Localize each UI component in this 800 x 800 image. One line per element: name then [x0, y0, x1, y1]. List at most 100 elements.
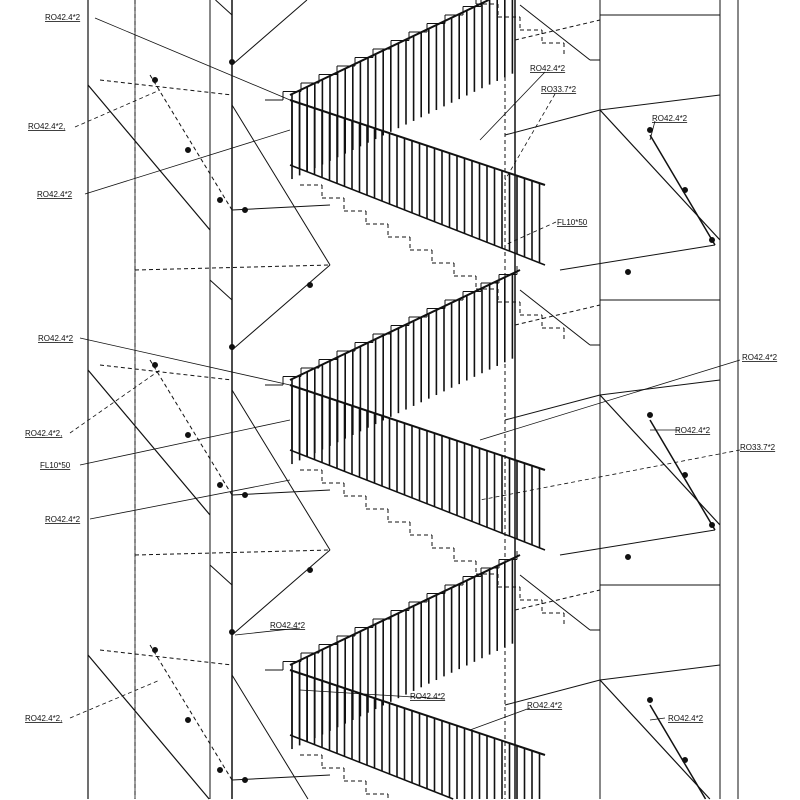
leader-line — [89, 479, 291, 520]
left-landing-edge — [99, 649, 233, 666]
label-ro42-12: RO42.4*2 — [410, 692, 446, 701]
leader-line — [69, 679, 161, 719]
left-landing-edge — [209, 279, 233, 301]
right-landing-edge — [599, 94, 721, 111]
right-landing-edge — [504, 679, 601, 706]
label-ro42-4: RO42.4*2 — [652, 114, 688, 123]
flight-edge — [519, 289, 591, 346]
handrail-bracket — [185, 147, 191, 153]
handrail-bracket — [625, 554, 631, 560]
left-landing-edge — [87, 369, 211, 516]
handrail — [559, 244, 716, 271]
left-landing-edge — [231, 104, 331, 266]
leader-line — [469, 707, 531, 731]
handrail-bracket — [152, 77, 158, 83]
left-landing-edge — [215, 0, 233, 16]
leader-line — [479, 359, 741, 441]
guardrail-top — [289, 669, 546, 756]
handrail — [649, 704, 707, 800]
handrail-bracket — [625, 269, 631, 275]
guardrail-top — [289, 99, 546, 186]
handrail-bracket — [647, 697, 653, 703]
leader-line — [84, 129, 291, 195]
structure-lines — [69, 0, 741, 800]
handrail-bracket — [682, 472, 688, 478]
right-landing-edge — [514, 589, 601, 611]
flight-edge — [519, 4, 591, 61]
leader-line — [234, 627, 301, 636]
handrail-bracket — [185, 432, 191, 438]
handrail — [231, 774, 331, 781]
right-landing-edge — [599, 679, 711, 800]
label-ro42-6: RO42.4*2 — [38, 334, 74, 343]
label-ro42-1: RO42.4*2 — [45, 13, 81, 22]
left-landing-edge — [134, 264, 331, 271]
label-fl10-1: FL10*50 — [557, 218, 588, 227]
label-ro33-2: RO33.7*2 — [740, 443, 776, 452]
right-landing-edge — [599, 664, 721, 681]
guardrail-top — [289, 269, 521, 381]
label-ro42-15: RO42.4*2 — [668, 714, 704, 723]
right-landing-edge — [599, 394, 721, 526]
label-ro42-13: RO42.4*2 — [527, 701, 563, 710]
handrail-bracket — [307, 567, 313, 573]
handrail-bracket — [242, 777, 248, 783]
handrail-bracket — [217, 197, 223, 203]
handrail-bracket — [709, 522, 715, 528]
leader-line — [79, 337, 291, 386]
right-landing-edge — [599, 379, 721, 396]
handrail-bracket — [709, 237, 715, 243]
label-ro42-2: RO42.4*2 — [530, 64, 566, 73]
leader-line — [94, 17, 291, 101]
handrail-bracket — [185, 717, 191, 723]
left-landing-edge — [87, 654, 210, 800]
handrail-bracket — [647, 127, 653, 133]
left-landing-edge — [209, 564, 233, 586]
guardrail-top — [289, 0, 490, 96]
label-ro42-5: RO42.4*2 — [37, 190, 73, 199]
handrail — [149, 644, 233, 781]
flight-rail — [231, 0, 308, 66]
right-landing-edge — [504, 109, 601, 136]
handrail-bracket — [682, 187, 688, 193]
handrail-bracket — [229, 629, 235, 635]
handrail-bracket — [682, 757, 688, 763]
handrail-bracket — [229, 59, 235, 65]
handrail — [149, 74, 233, 211]
leader-line — [479, 71, 546, 141]
leader-line — [479, 449, 741, 501]
flight-rail — [231, 549, 331, 636]
label-ro33-1: RO33.7*2 — [541, 85, 577, 94]
left-landing-edge — [231, 674, 309, 800]
label-ro42-8: RO42.4*2 — [675, 426, 711, 435]
left-landing-edge — [231, 389, 331, 551]
handrail-bracket — [647, 412, 653, 418]
left-landing-edge — [99, 79, 233, 96]
handrail-bracket — [242, 207, 248, 213]
leader-line — [299, 689, 446, 700]
left-landing-edge — [99, 364, 233, 381]
handrail-bracket — [152, 362, 158, 368]
label-fl10-2: FL10*50 — [40, 461, 71, 470]
left-landing-edge — [87, 84, 211, 231]
handrail — [231, 489, 331, 496]
handrail — [149, 359, 233, 496]
label-ro42-14: RO42.4*2, — [25, 714, 62, 723]
handrail-bracket — [307, 282, 313, 288]
annotation-labels: RO42.4*2 RO42.4*2 RO33.7*2 RO42.4*2, RO4… — [25, 13, 778, 723]
handrail-bracket — [217, 482, 223, 488]
right-landing-edge — [514, 304, 601, 326]
leader-line — [649, 120, 656, 141]
handrail — [559, 529, 716, 556]
guardrail-bottom — [289, 734, 454, 800]
label-ro42-3: RO42.4*2, — [28, 122, 65, 131]
right-landing-edge — [514, 19, 601, 41]
handrail — [231, 204, 331, 211]
right-landing-edge — [599, 109, 721, 241]
label-ro42-10: RO42.4*2 — [45, 515, 81, 524]
guardrail-top — [289, 384, 546, 471]
leader-line — [504, 221, 557, 246]
guardrail-bottom — [289, 164, 546, 266]
handrail-bracket — [229, 344, 235, 350]
